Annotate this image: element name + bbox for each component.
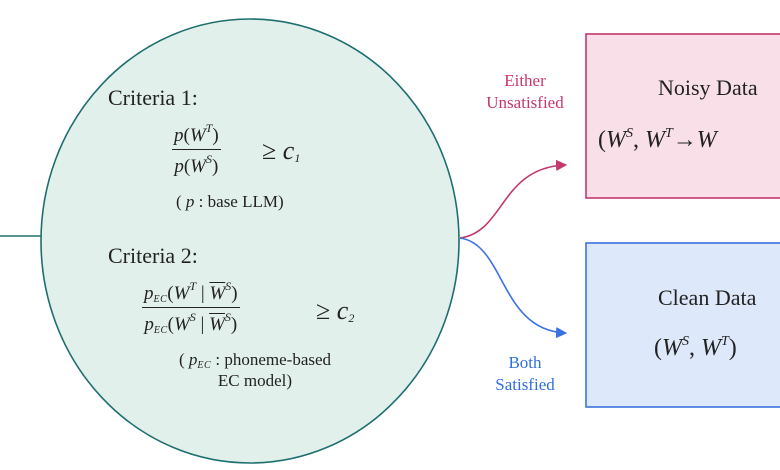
criteria-2-note: ( pEC : phoneme-based EC model) bbox=[178, 350, 332, 390]
criteria-1-fraction: p(WT) p(WS) bbox=[172, 121, 221, 178]
clean-data-tuple: (WS, WT) bbox=[654, 334, 737, 361]
criteria-2-heading: Criteria 2: bbox=[108, 243, 198, 268]
criteria-1-denominator: p(WS) bbox=[174, 152, 219, 177]
criteria-2-fraction: pEC(WT | WS) pEC(WS | WS) bbox=[142, 279, 240, 336]
noisy-data-tuple: (WS, WT→W bbox=[598, 126, 717, 153]
edge-label-both-satisfied: Both Satisfied bbox=[495, 353, 555, 394]
clean-data-title: Clean Data bbox=[658, 285, 757, 310]
noisy-data-title: Noisy Data bbox=[658, 75, 758, 100]
criteria-1-note: ( p : base LLM) bbox=[176, 192, 284, 211]
arrow-to-noisy bbox=[459, 159, 568, 239]
criteria-1-numerator: p(WT) bbox=[172, 121, 221, 150]
criteria-2-denominator: pEC(WS | WS) bbox=[144, 310, 238, 336]
criteria-1-inequality: ≥ c1 bbox=[262, 136, 301, 165]
criteria-ellipse bbox=[40, 18, 460, 464]
arrow-to-clean bbox=[459, 237, 568, 339]
criteria-1-heading: Criteria 1: bbox=[108, 85, 198, 110]
noisy-data-box bbox=[585, 33, 780, 199]
criteria-2-numerator: pEC(WT | WS) bbox=[142, 279, 240, 308]
edge-label-either-unsatisfied: Either Unsatisfied bbox=[486, 71, 564, 112]
clean-data-box bbox=[585, 242, 780, 408]
criteria-2-inequality: ≥ c2 bbox=[316, 296, 355, 325]
